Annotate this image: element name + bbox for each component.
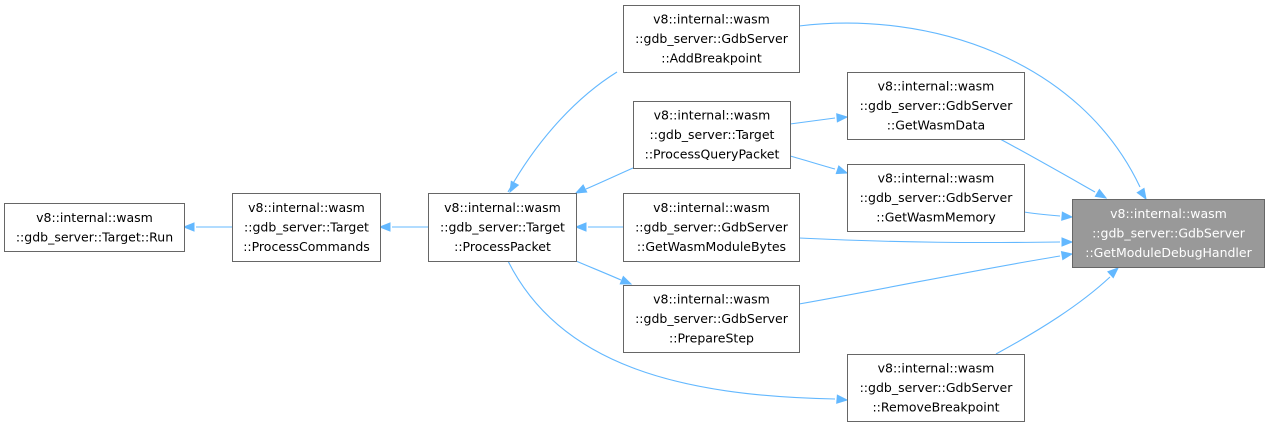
edge-get-module-debug-handler-to-remove-breakpoint — [995, 267, 1120, 355]
edge-get-module-debug-handler-to-get-wasm-memory — [1023, 211, 1074, 221]
edge-line — [507, 71, 618, 193]
node-label-line: ::gdb_server::Target::Run — [16, 229, 173, 244]
node-label-line: ::ProcessPacket — [454, 239, 551, 254]
edge-process-packet-to-process-commands — [378, 222, 428, 232]
edge-get-module-debug-handler-to-prepare-step — [798, 251, 1074, 305]
node-get-wasm-memory[interactable]: v8::internal::wasm::gdb_server::GdbServe… — [847, 164, 1025, 232]
edge-process-query-packet-to-process-packet — [574, 167, 634, 194]
node-remove-breakpoint[interactable]: v8::internal::wasm::gdb_server::GdbServe… — [847, 354, 1025, 422]
edge-line — [798, 237, 1061, 244]
edge-line — [999, 138, 1096, 193]
node-box — [847, 72, 1025, 140]
arrowhead-icon — [378, 222, 391, 232]
node-label-line: v8::internal::wasm — [878, 171, 995, 186]
node-box — [633, 101, 791, 169]
node-label-line: v8::internal::wasm — [878, 79, 995, 94]
arrowhead-icon — [1061, 211, 1074, 221]
node-box — [4, 203, 185, 252]
arrowhead-icon — [1136, 187, 1147, 201]
edge-remove-breakpoint-to-process-packet — [507, 260, 849, 404]
edge-line — [995, 276, 1111, 355]
node-box — [623, 5, 800, 73]
edge-get-wasm-module-bytes-to-process-packet — [574, 222, 623, 232]
arrowhead-icon — [1060, 251, 1074, 261]
node-label-line: v8::internal::wasm — [1110, 206, 1227, 221]
node-box — [623, 285, 800, 353]
edge-get-wasm-data-to-process-query-packet — [789, 113, 849, 125]
arrowhead-icon — [182, 222, 195, 232]
edge-get-module-debug-handler-to-add-breakpoint — [798, 22, 1147, 201]
arrowhead-icon — [836, 394, 849, 404]
edge-line — [789, 117, 836, 125]
node-box — [428, 193, 577, 262]
arrowhead-icon — [619, 275, 633, 285]
node-label-line: v8::internal::wasm — [653, 292, 770, 307]
edge-line — [507, 260, 836, 400]
node-box — [847, 164, 1025, 232]
node-process-query-packet[interactable]: v8::internal::wasm::gdb_server::Target::… — [633, 101, 791, 169]
node-label-line: ::gdb_server::GdbServer — [1092, 226, 1246, 241]
node-process-commands[interactable]: v8::internal::wasm::gdb_server::Target::… — [232, 193, 381, 262]
node-label-line: ::ProcessQueryPacket — [645, 147, 780, 162]
edge-process-commands-to-run — [182, 222, 232, 232]
edge-line — [798, 255, 1061, 305]
node-process-packet[interactable]: v8::internal::wasm::gdb_server::Target::… — [428, 193, 577, 262]
node-run[interactable]: v8::internal::wasm::gdb_server::Target::… — [4, 203, 185, 252]
arrowhead-icon — [836, 113, 849, 123]
edge-line — [1023, 211, 1061, 217]
node-get-wasm-module-bytes[interactable]: v8::internal::wasm::gdb_server::GdbServe… — [623, 193, 800, 262]
node-label-line: ::ProcessCommands — [243, 239, 370, 254]
arrowhead-icon — [574, 222, 587, 232]
node-label-line: ::GetWasmModuleBytes — [637, 239, 786, 254]
node-get-wasm-data[interactable]: v8::internal::wasm::gdb_server::GdbServe… — [847, 72, 1025, 140]
edge-line — [798, 22, 1141, 188]
node-label-line: ::GetWasmData — [887, 118, 985, 133]
node-box — [847, 354, 1025, 422]
node-add-breakpoint[interactable]: v8::internal::wasm::gdb_server::GdbServe… — [623, 5, 800, 73]
arrowhead-icon — [1061, 237, 1074, 247]
arrowhead-icon — [509, 180, 520, 194]
edge-add-breakpoint-to-process-packet — [507, 71, 618, 194]
node-box — [623, 193, 800, 262]
arrowhead-icon — [1107, 267, 1120, 279]
node-prepare-step[interactable]: v8::internal::wasm::gdb_server::GdbServe… — [623, 285, 800, 353]
edge-get-wasm-memory-to-process-query-packet — [789, 155, 849, 175]
node-label-line: ::gdb_server::GdbServer — [860, 190, 1014, 205]
node-label-line: ::gdb_server::Target — [244, 220, 369, 235]
node-label-line: ::GetModuleDebugHandler — [1085, 245, 1252, 260]
edge-prepare-step-to-process-packet — [575, 260, 633, 285]
node-label-line: ::gdb_server::GdbServer — [635, 220, 789, 235]
arrowhead-icon — [574, 184, 588, 194]
node-box — [232, 193, 381, 262]
node-label-line: ::gdb_server::GdbServer — [635, 311, 789, 326]
node-label-line: v8::internal::wasm — [653, 200, 770, 215]
edge-line — [789, 155, 836, 170]
node-label-line: ::GetWasmMemory — [876, 210, 996, 225]
node-label-line: v8::internal::wasm — [248, 200, 365, 215]
node-label-line: ::gdb_server::GdbServer — [860, 98, 1014, 113]
edge-line — [585, 167, 634, 190]
node-label-line: v8::internal::wasm — [654, 108, 771, 123]
arrowhead-icon — [1094, 188, 1108, 199]
arrowhead-icon — [835, 165, 849, 175]
node-get-module-debug-handler[interactable]: v8::internal::wasm::gdb_server::GdbServe… — [1072, 199, 1265, 268]
node-label-line: v8::internal::wasm — [36, 210, 153, 225]
node-label-line: ::gdb_server::GdbServer — [635, 31, 789, 46]
node-label-line: ::gdb_server::GdbServer — [860, 380, 1014, 395]
node-label-line: ::AddBreakpoint — [661, 51, 762, 66]
edge-get-module-debug-handler-to-get-wasm-module-bytes — [798, 237, 1074, 247]
node-label-line: ::gdb_server::Target — [440, 220, 565, 235]
node-label-line: v8::internal::wasm — [653, 12, 770, 27]
node-label-line: v8::internal::wasm — [878, 361, 995, 376]
node-label-line: ::RemoveBreakpoint — [872, 400, 999, 415]
node-label-line: v8::internal::wasm — [444, 200, 561, 215]
node-label-line: ::gdb_server::Target — [650, 127, 775, 142]
edge-line — [575, 260, 622, 281]
edge-get-module-debug-handler-to-get-wasm-data — [999, 138, 1108, 199]
node-box — [1072, 199, 1265, 268]
node-label-line: ::PrepareStep — [669, 331, 754, 346]
